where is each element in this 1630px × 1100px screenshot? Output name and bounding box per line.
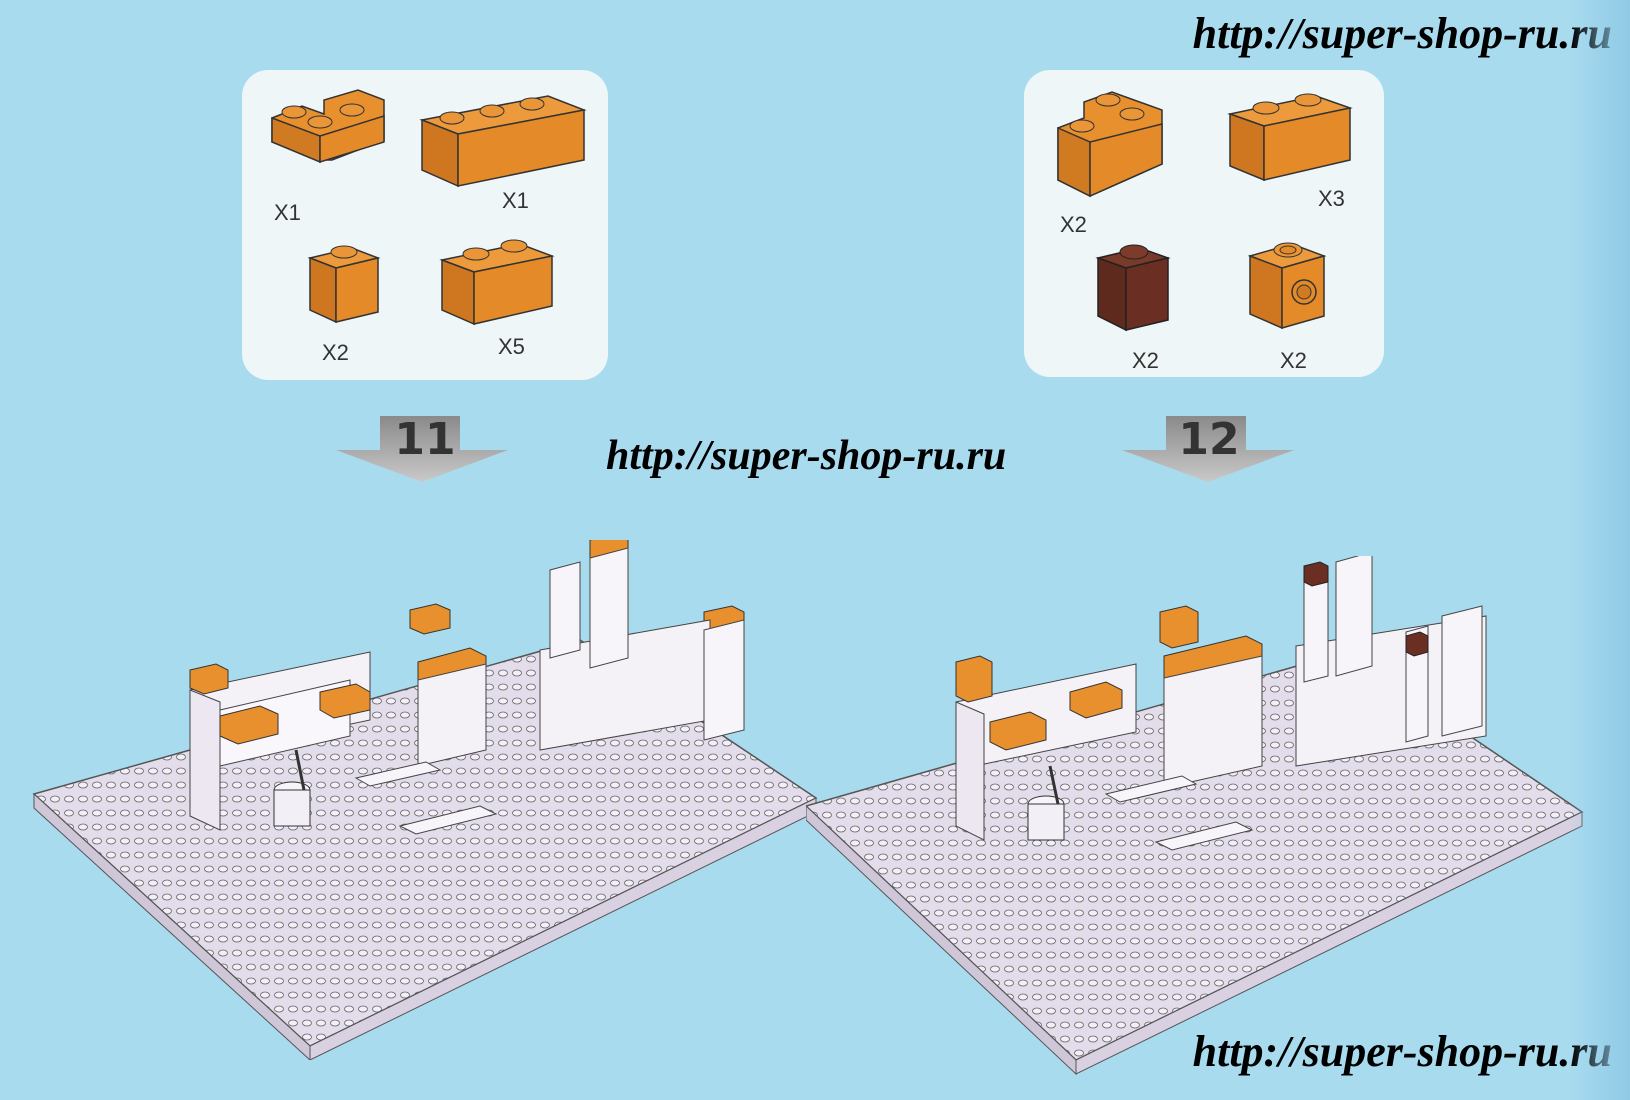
watermark-url-middle: http://super-shop-ru.ru <box>606 433 1007 479</box>
step-12-number: 12 <box>1178 414 1240 465</box>
part-qty: X2 <box>1132 348 1159 373</box>
corner-brick-icon <box>271 89 385 164</box>
part-qty: X5 <box>498 334 525 359</box>
brick-1x2-icon <box>439 239 555 326</box>
part-qty: X2 <box>1280 348 1307 373</box>
parts-panel-step-12: X2 X3 X2 X2 <box>1024 70 1384 377</box>
part-qty: X2 <box>1060 212 1087 237</box>
part-qty: X1 <box>274 200 301 225</box>
part-qty: X2 <box>322 340 349 365</box>
brick-1x1-with-hole-icon <box>1247 242 1327 330</box>
watermark-url-bottom: http://super-shop-ru.ru <box>1192 1027 1612 1076</box>
brick-1x2-icon <box>1227 93 1353 182</box>
step-11-number: 11 <box>394 414 456 465</box>
step-12-arrow <box>1122 416 1294 482</box>
parts-panel-step-11: X1 X1 X2 X5 <box>242 70 608 380</box>
brick-1x3-icon <box>419 95 587 188</box>
brick-1x1-icon <box>307 245 381 324</box>
brick-1x1-dark-brown-icon <box>1095 244 1171 332</box>
part-qty: X1 <box>502 188 529 213</box>
part-qty: X3 <box>1318 186 1345 211</box>
step-11-arrow <box>336 416 508 482</box>
watermark-url-top: http://super-shop-ru.ru <box>1192 9 1612 58</box>
corner-brick-icon <box>1057 91 1163 198</box>
step-12-model-illustration <box>806 556 1584 1076</box>
page-edge-shadow <box>1570 0 1630 1100</box>
step-11-model-illustration <box>32 540 818 1060</box>
